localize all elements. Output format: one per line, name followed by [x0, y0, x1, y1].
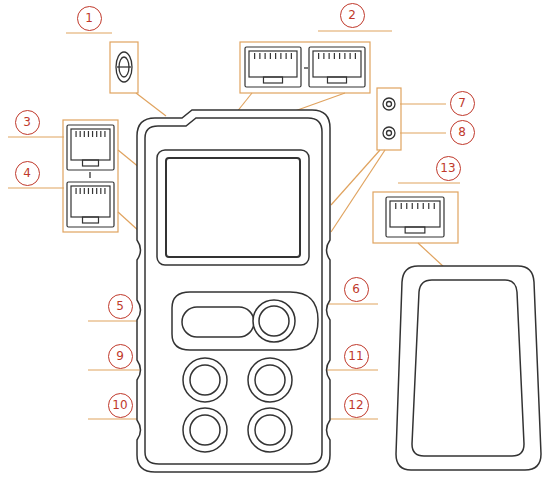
callout-number: 3: [15, 110, 40, 135]
callout-number: 7: [450, 91, 475, 116]
tester-body: [137, 110, 330, 472]
callout-number: 10: [108, 393, 133, 418]
callout-number: 1: [77, 6, 102, 31]
callout-number: 4: [15, 161, 40, 186]
callout-number: 11: [344, 344, 369, 369]
remote-unit: [396, 266, 541, 470]
callout-number: 6: [344, 277, 369, 302]
rj45-port: [245, 47, 301, 87]
callout-number: 13: [436, 156, 461, 181]
callout-number: 12: [344, 393, 369, 418]
callout-number: 5: [108, 294, 133, 319]
callout-number: 9: [108, 344, 133, 369]
callout-number: 2: [340, 3, 365, 28]
rj45-port: [67, 182, 114, 227]
rj45-port: [67, 125, 114, 170]
rj45-port: [309, 47, 365, 87]
rj45-port: [386, 197, 444, 237]
callout-number: 8: [450, 120, 475, 145]
